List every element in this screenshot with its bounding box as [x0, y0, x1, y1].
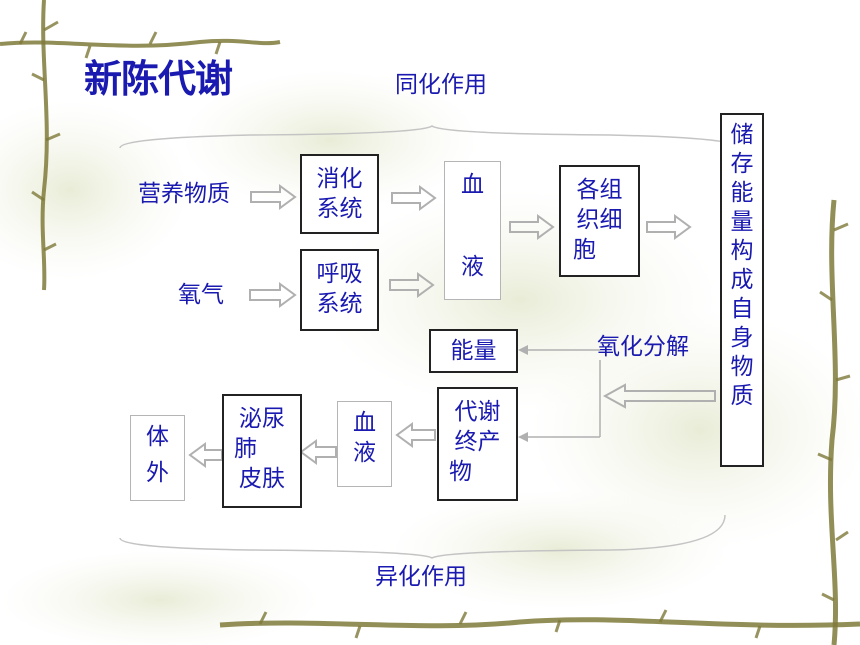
waste-line-2: 终产 [454, 429, 501, 455]
anabolism-label: 同化作用 [395, 72, 487, 98]
store-char-2: 存 [730, 151, 754, 177]
arrow-respiratory-blood [389, 272, 435, 298]
store-char-6: 成 [730, 267, 754, 293]
excretory-line-2: 肺 [234, 436, 257, 462]
tissue-cells-box: 各组 织细 胞 [559, 165, 640, 277]
oxidation-label: 氧化分解 [597, 334, 689, 360]
waste-box: 代谢 终产 物 [437, 387, 518, 501]
excretory-line-3: 皮肤 [239, 466, 285, 492]
arrow-store-oxidation [602, 383, 716, 409]
nutrients-label: 营养物质 [138, 181, 230, 207]
tissue-line-2: 织细 [576, 207, 623, 233]
digestive-line-1: 消化 [316, 166, 363, 192]
page-title: 新陈代谢 [84, 57, 233, 101]
catabolism-label: 异化作用 [375, 564, 467, 590]
blood-bottom-char-2: 液 [353, 440, 376, 466]
arrow-blood-tissue [509, 214, 555, 240]
energy-box: 能量 [429, 329, 518, 373]
split-arrow-waste [518, 432, 528, 442]
anabolism-brace [119, 125, 741, 149]
blood-top-char-1: 血 [461, 172, 484, 198]
arrow-blood-excretory [299, 439, 337, 465]
arrow-waste-blood [395, 422, 436, 448]
store-char-5: 构 [730, 238, 754, 264]
blood-top-char-2: 液 [461, 254, 484, 280]
arrow-excretory-outside [188, 442, 223, 468]
respiratory-line-1: 呼吸 [316, 261, 363, 287]
excretory-line-1: 泌尿 [239, 406, 285, 432]
tissue-line-3: 胞 [573, 237, 596, 263]
waste-line-3: 物 [449, 459, 472, 485]
excretory-organs-box: 泌尿 肺 皮肤 [222, 394, 302, 508]
split-line [525, 349, 601, 438]
store-char-9: 物 [730, 354, 754, 380]
digestive-line-2: 系统 [316, 196, 363, 222]
store-energy-box: 储 存 能 量 构 成 自 身 物 质 [720, 113, 764, 467]
store-char-10: 质 [730, 383, 754, 409]
outside-box: 体 外 [130, 415, 185, 501]
outside-char-2: 外 [146, 460, 169, 486]
arrow-digestive-blood [391, 185, 437, 211]
store-char-4: 量 [730, 209, 754, 235]
arrow-nutrients-digestive [250, 184, 297, 210]
store-char-3: 能 [730, 180, 754, 206]
outside-char-1: 体 [146, 424, 169, 450]
arrow-tissue-store [646, 214, 692, 240]
energy-text: 能量 [450, 338, 497, 364]
waste-line-1: 代谢 [454, 399, 501, 425]
tissue-line-1: 各组 [576, 177, 623, 203]
arrow-oxygen-respiratory [249, 282, 297, 308]
blood-box-top: 血 液 [444, 161, 501, 300]
store-char-7: 自 [730, 296, 754, 322]
digestive-system-box: 消化 系统 [300, 154, 379, 234]
blood-box-bottom: 血 液 [337, 401, 392, 487]
oxygen-label: 氧气 [178, 282, 224, 308]
store-char-1: 储 [730, 122, 754, 148]
split-arrow-energy [518, 345, 528, 355]
store-char-8: 身 [730, 325, 754, 351]
respiratory-system-box: 呼吸 系统 [300, 249, 379, 331]
catabolism-brace [119, 514, 726, 559]
blood-bottom-char-1: 血 [353, 410, 376, 436]
respiratory-line-2: 系统 [316, 291, 363, 317]
